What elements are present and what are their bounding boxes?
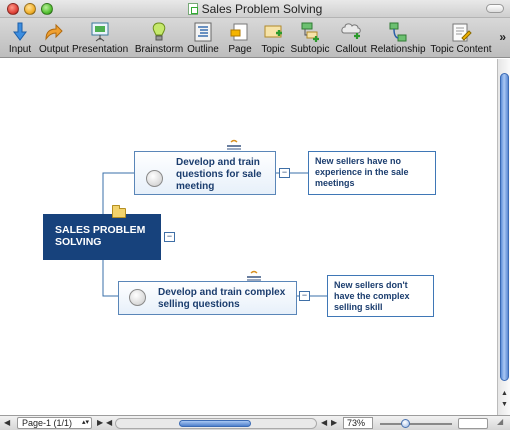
- chevron-updown-icon: ▴▾: [81, 419, 89, 426]
- outline-button-label: Outline: [187, 44, 219, 55]
- output-arrow-icon: [45, 23, 63, 41]
- vertical-scrollbar[interactable]: ▲ ▼: [497, 59, 510, 415]
- output-button-label: Output: [38, 44, 70, 55]
- scroll-up-arrow-icon[interactable]: ▲: [501, 390, 508, 397]
- output-button[interactable]: Output: [36, 18, 72, 58]
- zoom-selector[interactable]: 73%: [343, 417, 373, 429]
- topic-image-placeholder-icon: [129, 289, 146, 306]
- connector-top-topic: [102, 172, 134, 214]
- page-button[interactable]: Page: [225, 18, 255, 58]
- page-selector-value: Page-1 (1/1): [22, 418, 73, 428]
- relationship-button-label: Relationship: [370, 44, 426, 55]
- relationship-marker-icon[interactable]: [226, 139, 242, 151]
- topic-collapse-button[interactable]: −: [279, 168, 290, 178]
- folder-icon[interactable]: [112, 205, 126, 218]
- relationship-icon: [389, 22, 407, 42]
- minimize-window-button[interactable]: [24, 3, 36, 15]
- input-button-label: Input: [8, 44, 32, 55]
- outline-icon: [194, 22, 212, 42]
- scroll-left-arrow-icon[interactable]: ◀: [106, 418, 113, 427]
- close-window-button[interactable]: [7, 3, 19, 15]
- zoom-slider-track[interactable]: [380, 423, 452, 425]
- next-page-arrow-icon[interactable]: ▶: [97, 418, 104, 427]
- input-arrow-icon: [13, 22, 27, 41]
- brainstorm-button-label: Brainstorm: [134, 44, 184, 55]
- zoom-window-button[interactable]: [41, 3, 53, 15]
- topic-develop-train-questions[interactable]: Develop and train questions for sale mee…: [134, 151, 276, 195]
- central-topic[interactable]: SALES PROBLEM SOLVING: [43, 214, 161, 260]
- brainstorm-icon: [152, 22, 166, 41]
- topic-label: Develop and train questions for sale mee…: [176, 157, 262, 192]
- vertical-scroll-thumb[interactable]: [500, 73, 509, 381]
- callout-label: New sellers have no experience in the sa…: [315, 156, 409, 188]
- input-button[interactable]: Input: [3, 18, 37, 58]
- topic-label: Develop and train complex selling questi…: [158, 287, 286, 310]
- outline-button[interactable]: Outline: [186, 18, 220, 58]
- topic-button-label: Topic: [261, 44, 285, 55]
- topic-collapse-button[interactable]: −: [299, 291, 310, 301]
- topic-icon: [264, 25, 282, 38]
- central-topic-label: SALES PROBLEM SOLVING: [55, 224, 146, 248]
- topic-image-placeholder-icon: [146, 170, 163, 187]
- scroll-left-arrow-icon[interactable]: ◀: [321, 418, 328, 427]
- topic-content-icon: [452, 23, 472, 42]
- status-bar: ◀ Page-1 (1/1) ▴▾ ▶ ◀ ◀ ▶ 73% ◢: [0, 415, 510, 430]
- toolbar: Input Output Presentation Brainstorm Out…: [0, 18, 510, 58]
- brainstorm-button[interactable]: Brainstorm: [134, 18, 184, 58]
- callout-button-label: Callout: [335, 44, 367, 55]
- page-selector[interactable]: Page-1 (1/1) ▴▾: [17, 417, 92, 429]
- horizontal-scroll-thumb[interactable]: [179, 420, 251, 427]
- toolbar-overflow-button[interactable]: »: [499, 30, 506, 44]
- previous-page-arrow-icon[interactable]: ◀: [4, 418, 11, 427]
- view-mode-buttons[interactable]: [458, 418, 488, 429]
- scroll-right-arrow-icon[interactable]: ▶: [331, 418, 338, 427]
- central-collapse-button[interactable]: −: [164, 232, 175, 242]
- connector-bottom-topic: [102, 260, 118, 297]
- presentation-icon: [91, 22, 109, 42]
- title-bar: Sales Problem Solving: [0, 0, 510, 18]
- relationship-marker-icon[interactable]: [246, 270, 262, 282]
- subtopic-button[interactable]: Subtopic: [290, 18, 330, 58]
- horizontal-scrollbar[interactable]: [115, 418, 317, 429]
- presentation-button[interactable]: Presentation: [72, 18, 128, 58]
- scroll-down-arrow-icon[interactable]: ▼: [501, 401, 508, 408]
- zoom-value: 73%: [347, 418, 366, 428]
- callout-new-sellers-no-experience[interactable]: New sellers have no experience in the sa…: [308, 151, 436, 195]
- topic-button[interactable]: Topic: [258, 18, 288, 58]
- resize-grip-icon[interactable]: ◢: [497, 417, 504, 426]
- presentation-button-label: Presentation: [72, 44, 129, 55]
- callout-new-sellers-no-complex-skill[interactable]: New sellers don't have the complex selli…: [327, 275, 434, 317]
- document-icon: [187, 3, 198, 15]
- callout-button[interactable]: Callout: [333, 18, 369, 58]
- window-title: Sales Problem Solving: [201, 2, 323, 16]
- topic-develop-train-complex-selling[interactable]: Develop and train complex selling questi…: [118, 281, 297, 315]
- subtopic-icon: [301, 22, 319, 42]
- callout-icon: [341, 23, 361, 39]
- window-title-area: Sales Problem Solving: [0, 2, 510, 16]
- subtopic-button-label: Subtopic: [290, 44, 330, 55]
- page-button-label: Page: [228, 44, 252, 55]
- zoom-slider-knob[interactable]: [401, 419, 410, 428]
- topic-content-button-label: Topic Content: [430, 44, 492, 55]
- callout-label: New sellers don't have the complex selli…: [334, 280, 410, 312]
- topic-content-button[interactable]: Topic Content: [430, 18, 492, 58]
- relationship-button[interactable]: Relationship: [370, 18, 426, 58]
- toolbar-toggle-button[interactable]: [486, 4, 504, 13]
- map-canvas[interactable]: SALES PROBLEM SOLVING − Develop and trai…: [0, 59, 497, 415]
- page-icon: [230, 23, 248, 41]
